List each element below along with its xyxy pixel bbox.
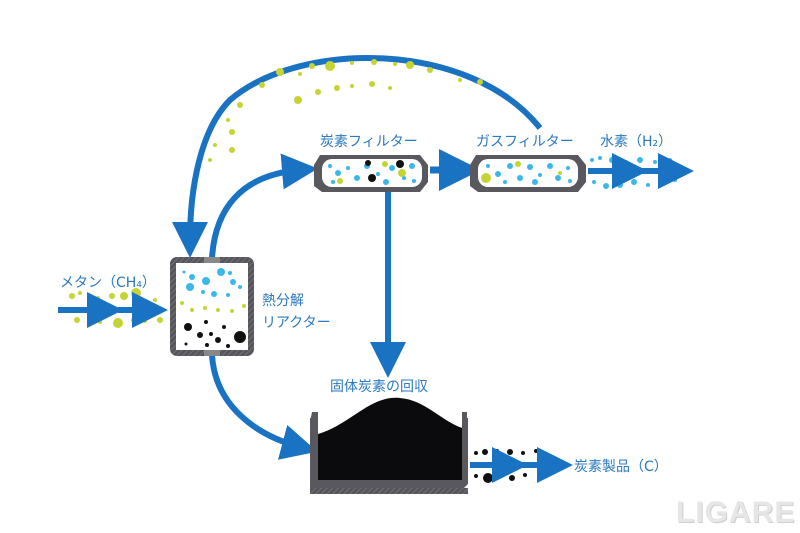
carbon-filter-label: 炭素フィルター <box>320 134 418 150</box>
reactor-label-line2: リアクター <box>262 315 331 331</box>
hydrogen-label: 水素（H₂） <box>600 134 673 150</box>
carbon-collection-bin <box>310 397 468 494</box>
methane-input <box>58 288 168 328</box>
solid-carbon-recovery-label: 固体炭素の回収 <box>330 379 428 395</box>
arrow-reactor-to-bin <box>209 354 318 460</box>
reactor-label-line1: 熱分解 <box>262 293 304 309</box>
hydrogen-output <box>588 153 694 189</box>
methane-dots-recycle <box>208 59 483 162</box>
gas-filter <box>470 155 586 192</box>
arrow-reactor-to-carbon-filter <box>209 153 318 259</box>
carbon-output <box>470 447 573 483</box>
pyrolysis-reactor <box>170 257 254 356</box>
gas-filter-label: ガスフィルター <box>476 134 574 150</box>
methane-label: メタン（CH₄） <box>60 275 156 291</box>
recycle-arc <box>172 55 543 258</box>
carbon-filter <box>314 155 428 192</box>
watermark-logo: LIGARE <box>676 496 796 529</box>
carbon-products-label: 炭素製品（C） <box>574 459 668 475</box>
